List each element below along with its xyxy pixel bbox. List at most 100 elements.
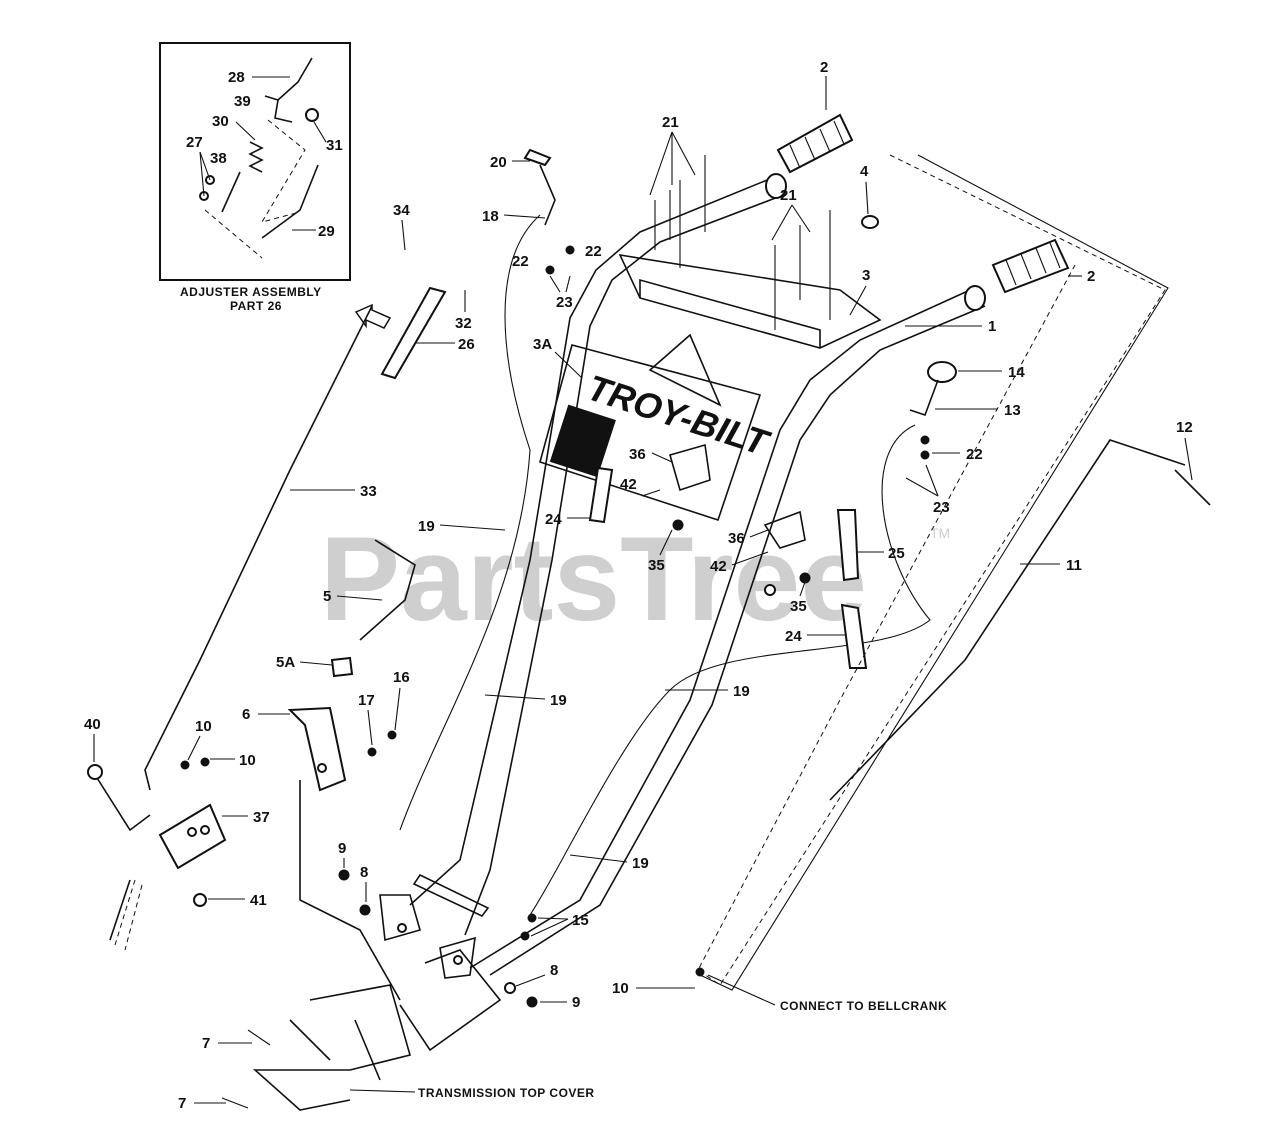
callout-10-a: 10 (195, 718, 212, 735)
callout-42-b: 42 (710, 558, 727, 575)
rod-11 (829, 439, 1186, 801)
callout-3A: 3A (533, 336, 552, 353)
callout-33: 33 (360, 483, 377, 500)
callout-10-b: 10 (239, 752, 256, 769)
decal-3A (539, 344, 762, 522)
callout-23-a: 23 (556, 294, 573, 311)
callout-8-a: 8 (360, 864, 368, 881)
callout-3: 3 (862, 267, 870, 284)
callout-7-b: 7 (178, 1095, 186, 1112)
watermark-trademark: TM (930, 525, 950, 541)
callout-14: 14 (1008, 364, 1025, 381)
transmission-top-cover (252, 984, 411, 1111)
rod-33 (144, 305, 373, 791)
callout-1: 1 (988, 318, 996, 335)
callout-23-b: 23 (933, 499, 950, 516)
cable-left (399, 214, 541, 831)
caption-connect-to-bellcrank: CONNECT TO BELLCRANK (780, 999, 947, 1013)
grip-24-right (840, 603, 868, 669)
bracket-6 (287, 706, 347, 792)
callout-15: 15 (572, 912, 589, 929)
link-29 (261, 164, 319, 239)
callout-30: 30 (212, 113, 229, 130)
handlebar-left-tube (409, 177, 773, 906)
hand-grip-upper (776, 113, 854, 174)
callout-16: 16 (393, 669, 410, 686)
callout-19-a: 19 (418, 518, 435, 535)
callout-25: 25 (888, 545, 905, 562)
inset-frame (159, 42, 351, 281)
callout-17: 17 (358, 692, 375, 709)
callout-24-a: 24 (545, 511, 562, 528)
inset-title-line1: ADJUSTER ASSEMBLY (180, 285, 322, 299)
callout-39: 39 (234, 93, 251, 110)
callout-38: 38 (210, 150, 227, 167)
callout-35-a: 35 (648, 557, 665, 574)
callout-9-b: 9 (572, 994, 580, 1011)
callout-8-b: 8 (550, 962, 558, 979)
handlebar-assembly: TROY-BILT (87, 113, 1211, 1111)
callout-26: 26 (458, 336, 475, 353)
hand-grip-lower (991, 238, 1070, 294)
callout-19-b: 19 (550, 692, 567, 709)
callout-42-a: 42 (620, 476, 637, 493)
callout-12: 12 (1176, 419, 1193, 436)
callout-2-a: 2 (820, 59, 828, 76)
callout-11: 11 (1066, 557, 1082, 574)
grip-25 (836, 509, 860, 582)
callout-29: 29 (318, 223, 335, 240)
callout-19-d: 19 (632, 855, 649, 872)
callout-34: 34 (393, 202, 410, 219)
cable-right (529, 424, 931, 916)
watermark-text: PartsTree (320, 512, 867, 646)
callout-31: 31 (326, 137, 343, 154)
callout-21-a: 21 (662, 114, 679, 131)
callout-37: 37 (253, 809, 270, 826)
caption-transmission-top-cover: TRANSMISSION TOP COVER (418, 1086, 595, 1100)
callout-2-b: 2 (1087, 268, 1095, 285)
callout-10-c: 10 (612, 980, 629, 997)
callout-20: 20 (490, 154, 507, 171)
adjuster-26 (380, 286, 447, 380)
shield-outline (699, 154, 1169, 991)
callout-22-c: 22 (966, 446, 983, 463)
troy-bilt-logo: TROY-BILT (583, 367, 776, 465)
callout-18: 18 (482, 208, 499, 225)
adjuster-assembly-inset: 28 39 30 27 38 31 29 ADJUSTER ASSEMBLY P… (159, 42, 351, 313)
callout-21-b: 21 (780, 187, 797, 204)
control-panel-3 (618, 253, 882, 349)
callout-32: 32 (455, 315, 472, 332)
front-arrow-icon (354, 303, 392, 329)
handlebar-right-tube (469, 289, 971, 969)
nut-31 (305, 108, 319, 122)
bushing-5A (330, 656, 354, 678)
callout-13: 13 (1004, 402, 1021, 419)
callout-22-a: 22 (512, 253, 529, 270)
callout-4: 4 (860, 163, 869, 180)
grip-24-left (588, 466, 614, 524)
callout-35-b: 35 (790, 598, 807, 615)
adjuster-rod-28 (277, 57, 313, 101)
callout-labels: 34 32 26 20 18 22 22 23 21 21 2 2 4 3 1 … (84, 59, 1193, 1112)
callout-5: 5 (323, 588, 331, 605)
callout-27: 27 (186, 134, 203, 151)
callout-7-a: 7 (202, 1035, 210, 1052)
callout-28: 28 (228, 69, 245, 86)
callout-6: 6 (242, 706, 250, 723)
callout-5A: 5A (276, 654, 295, 671)
spring-30 (248, 141, 264, 173)
callout-9-a: 9 (338, 840, 346, 857)
callout-41: 41 (250, 892, 267, 909)
shift-rod-5 (359, 539, 416, 641)
inset-title-line2: PART 26 (230, 299, 282, 313)
callout-19-c: 19 (733, 683, 750, 700)
knob-14 (927, 361, 957, 383)
callout-22-b: 22 (585, 243, 602, 260)
rod-12 (1174, 469, 1211, 506)
callout-36-a: 36 (629, 446, 646, 463)
callout-24-b: 24 (785, 628, 802, 645)
callout-36-b: 36 (728, 530, 745, 547)
nut-4 (861, 215, 879, 229)
callout-40: 40 (84, 716, 101, 733)
